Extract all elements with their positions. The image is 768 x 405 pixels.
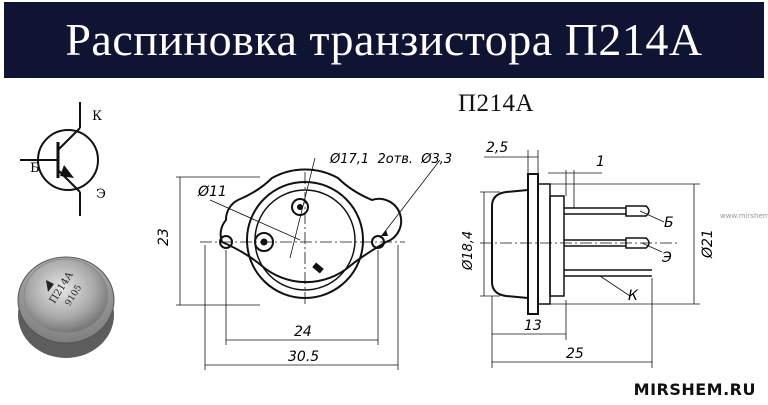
- pin-top-dot: [297, 204, 303, 210]
- dim-24-label: 24: [294, 324, 312, 340]
- dim-2-5-label: 2,5: [486, 140, 508, 156]
- symbol-collector-label: К: [92, 109, 102, 124]
- symbol-emitter-arrow: [60, 165, 74, 178]
- dim-1-label: 1: [596, 154, 605, 170]
- pin-e-leader: [641, 242, 663, 253]
- collector-tab: [312, 262, 324, 274]
- dim-d11-label: Ø11: [197, 184, 227, 200]
- symbol-emitter-label: Э: [96, 187, 106, 202]
- front-view: [176, 157, 441, 370]
- flange-outline: [219, 168, 403, 284]
- drawing-title: П214А: [458, 90, 535, 117]
- watermark: www.mirshem.ru: [720, 212, 768, 220]
- pin-base: [564, 205, 650, 217]
- flange-step: [537, 183, 551, 305]
- title-banner: Распиновка транзистора П214А: [0, 0, 768, 80]
- dim-holes-label: Ø17,1 2отв. Ø3,3: [329, 152, 452, 167]
- pin-hole-top: [291, 198, 309, 216]
- dim-23-label: 23: [156, 228, 172, 246]
- pin-k-leader: [599, 275, 631, 297]
- side-view: [480, 150, 700, 368]
- d171-leader: [289, 157, 316, 259]
- d33-leader: [379, 159, 441, 239]
- technical-drawing: К Б Э П214А 9105: [17, 102, 716, 370]
- pin-collector: [564, 269, 652, 277]
- transistor-symbol: [20, 102, 99, 216]
- can-body: [491, 188, 529, 300]
- photo-logo-icon: [46, 280, 54, 292]
- flange-edge: [527, 173, 539, 315]
- site-label: MIRSHEM.RU: [633, 380, 756, 399]
- page-title: Распиновка транзистора П214А: [65, 14, 703, 65]
- dim-d18-4-label: Ø18,4: [461, 231, 476, 271]
- symbol-collector-line: [57, 127, 81, 151]
- d11-leader: [209, 199, 301, 241]
- d33-arrow: [381, 230, 388, 236]
- symbol-base-label: Б: [30, 161, 40, 176]
- pin-e-label: Э: [661, 250, 672, 266]
- dim-25-label: 25: [566, 346, 584, 362]
- title-banner-background: Распиновка транзистора П214А: [4, 2, 764, 78]
- photo-can-top: [23, 258, 109, 334]
- pin-k-label: К: [628, 288, 639, 304]
- pin-emitter: [564, 237, 650, 249]
- base-insulator: [549, 195, 565, 297]
- dim-d21-label: Ø21: [700, 229, 716, 259]
- dim-305-label: 30.5: [288, 349, 319, 365]
- transistor-photo: П214А 9105: [17, 256, 115, 358]
- pin-b-leader: [639, 210, 665, 223]
- dim-13-label: 13: [524, 318, 542, 334]
- pin-b-label: Б: [664, 215, 674, 231]
